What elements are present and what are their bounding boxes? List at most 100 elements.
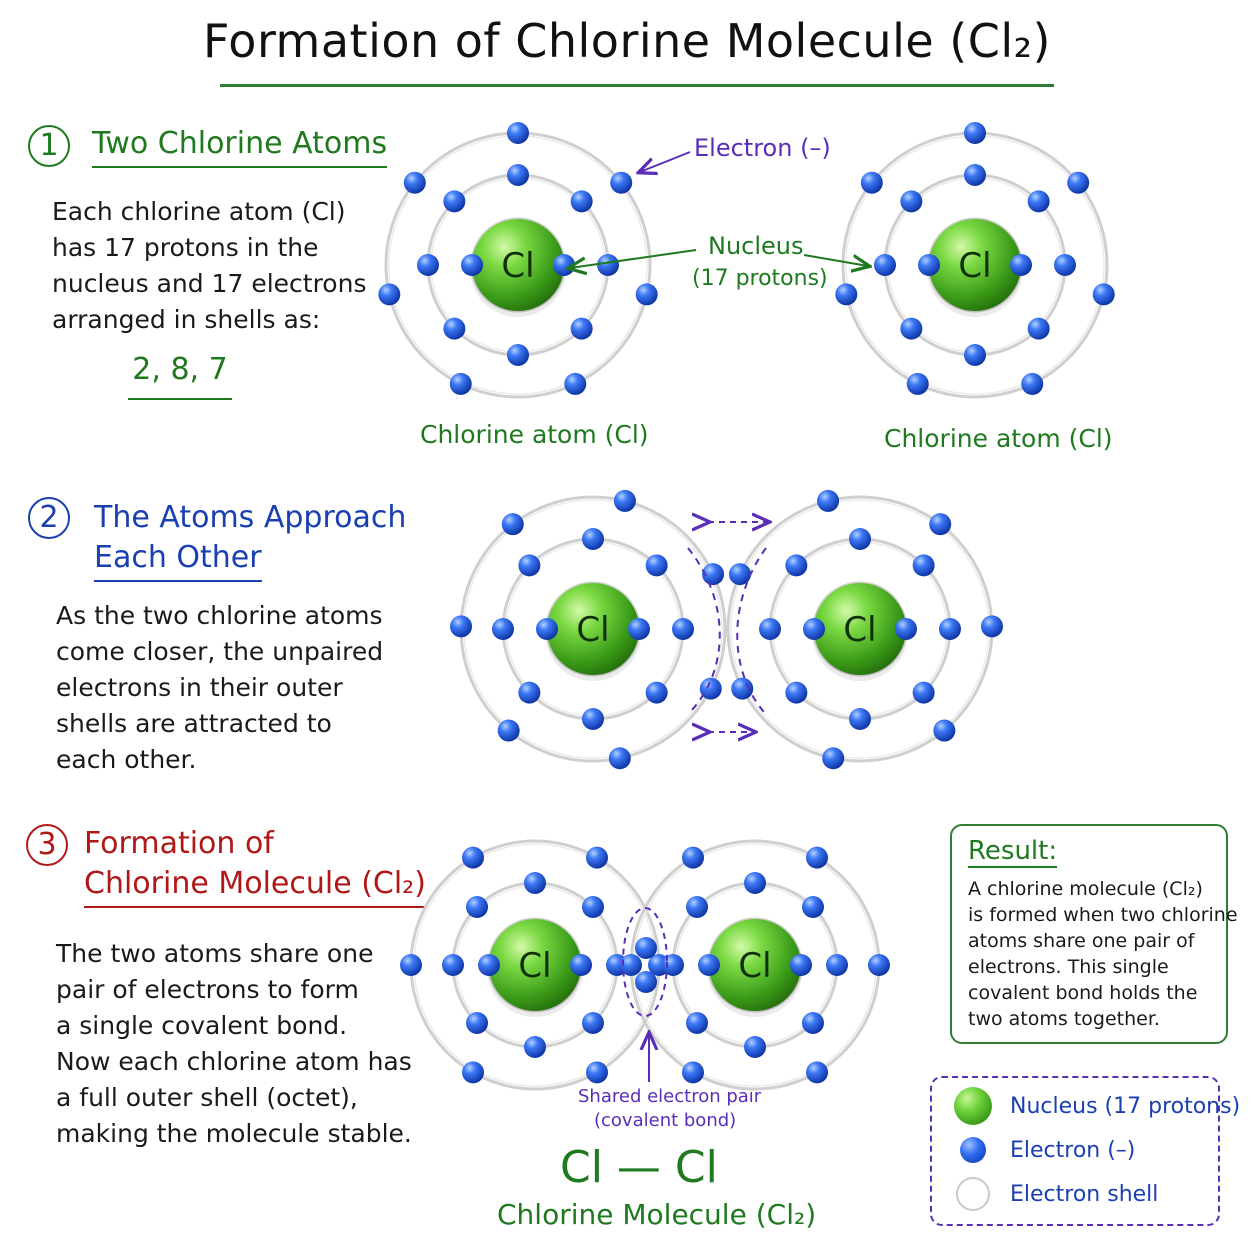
electron <box>400 954 422 976</box>
electron <box>698 954 720 976</box>
electron <box>900 317 923 340</box>
electron <box>582 528 604 550</box>
electron <box>581 1011 604 1034</box>
electron <box>462 1061 484 1084</box>
electron <box>826 954 848 976</box>
electron <box>403 171 426 194</box>
step-3-desc-line: pair of electrons to form <box>56 975 359 1004</box>
electron <box>581 896 604 919</box>
step-1-description: Each chlorine atom (Cl) has 17 protons i… <box>52 194 366 338</box>
electron <box>597 254 619 276</box>
electron <box>964 344 986 366</box>
electron <box>1054 254 1076 276</box>
step-2-desc-line: electrons in their outer <box>56 673 343 702</box>
electron <box>964 122 986 144</box>
nucleus-annotation: Nucleus <box>708 232 804 260</box>
electron <box>785 681 808 704</box>
electron <box>849 708 871 730</box>
nucleus <box>472 219 564 311</box>
electron <box>570 190 593 213</box>
shell-configuration: 2, 8, 7 <box>132 352 228 387</box>
step-1-desc-line: Each chlorine atom (Cl) <box>52 197 346 226</box>
electron <box>497 719 520 742</box>
step-2-desc-line: come closer, the unpaired <box>56 637 384 666</box>
electron <box>964 164 986 186</box>
electron <box>817 489 840 512</box>
electron <box>912 681 935 704</box>
electron <box>744 1036 766 1058</box>
step-2-badge: 2 <box>28 497 70 539</box>
result-line: two atoms together. <box>968 1008 1160 1030</box>
result-line: A chlorine molecule (Cl₂) <box>968 878 1203 900</box>
electron <box>686 1011 709 1034</box>
step-3-title-line: Formation of <box>84 826 274 861</box>
electron <box>466 1011 489 1034</box>
electron <box>1067 171 1090 194</box>
electron <box>449 372 472 395</box>
result-line: atoms share one pair of <box>968 930 1195 952</box>
electron <box>524 872 546 894</box>
electron <box>1027 317 1050 340</box>
electron <box>564 372 587 395</box>
legend-row-shell: Electron shell <box>954 1174 1158 1214</box>
result-line: electrons. This single <box>968 956 1169 978</box>
electron <box>461 254 483 276</box>
electron <box>918 254 940 276</box>
electron <box>868 954 890 976</box>
electron <box>785 554 808 577</box>
electron <box>980 615 1003 638</box>
legend-nucleus-label: Nucleus (17 protons) <box>1010 1093 1241 1119</box>
electron <box>620 954 642 976</box>
nucleus <box>709 919 801 1011</box>
electron <box>1010 254 1032 276</box>
nucleus-symbol: Cl <box>576 610 609 650</box>
electron <box>702 563 725 586</box>
electron <box>912 554 935 577</box>
electron <box>801 896 824 919</box>
atom-label-right: Chlorine atom (Cl) <box>884 424 1113 453</box>
electron <box>462 846 484 869</box>
electron <box>586 1061 608 1084</box>
result-text: A chlorine molecule (Cl₂) is formed when… <box>968 876 1238 1032</box>
electron <box>699 677 722 700</box>
step-1-desc-line: has 17 protons in the <box>52 233 319 262</box>
electron <box>744 872 766 894</box>
electron <box>822 747 845 770</box>
electron <box>849 528 871 550</box>
electron <box>635 937 657 959</box>
legend-box: Nucleus (17 protons) Electron (–) Electr… <box>930 1076 1240 1226</box>
shared-pair-sublabel: (covalent bond) <box>594 1110 737 1131</box>
electron <box>929 513 952 536</box>
step-1-badge: 1 <box>28 125 70 167</box>
electron <box>507 344 529 366</box>
electron <box>442 954 464 976</box>
attraction-curve-left <box>687 547 721 713</box>
electron <box>835 283 858 306</box>
electron <box>613 489 636 512</box>
legend-row-nucleus: Nucleus (17 protons) <box>954 1086 1240 1126</box>
electron <box>608 747 631 770</box>
electron <box>553 254 575 276</box>
step-3-desc-line: a full outer shell (octet), <box>56 1083 358 1112</box>
electron <box>906 372 929 395</box>
step-3-desc-line: making the molecule stable. <box>56 1119 412 1148</box>
nucleus-pointer-arrow-left <box>570 249 697 268</box>
step-2-desc-line: As the two chlorine atoms <box>56 601 383 630</box>
electron <box>759 618 781 640</box>
electron-annotation: Electron (–) <box>694 134 831 162</box>
electron <box>806 846 828 869</box>
electron <box>1027 190 1050 213</box>
electron <box>570 317 593 340</box>
electron <box>900 190 923 213</box>
electron <box>939 618 961 640</box>
shell-icon <box>956 1177 990 1211</box>
electron <box>672 618 694 640</box>
step-2-title-line: Each Other <box>94 538 262 582</box>
nucleus-pointer-arrow-right <box>803 254 868 266</box>
electron <box>662 954 684 976</box>
step-3-desc-line: Now each chlorine atom has <box>56 1047 412 1076</box>
electron <box>645 681 668 704</box>
electron <box>1021 372 1044 395</box>
